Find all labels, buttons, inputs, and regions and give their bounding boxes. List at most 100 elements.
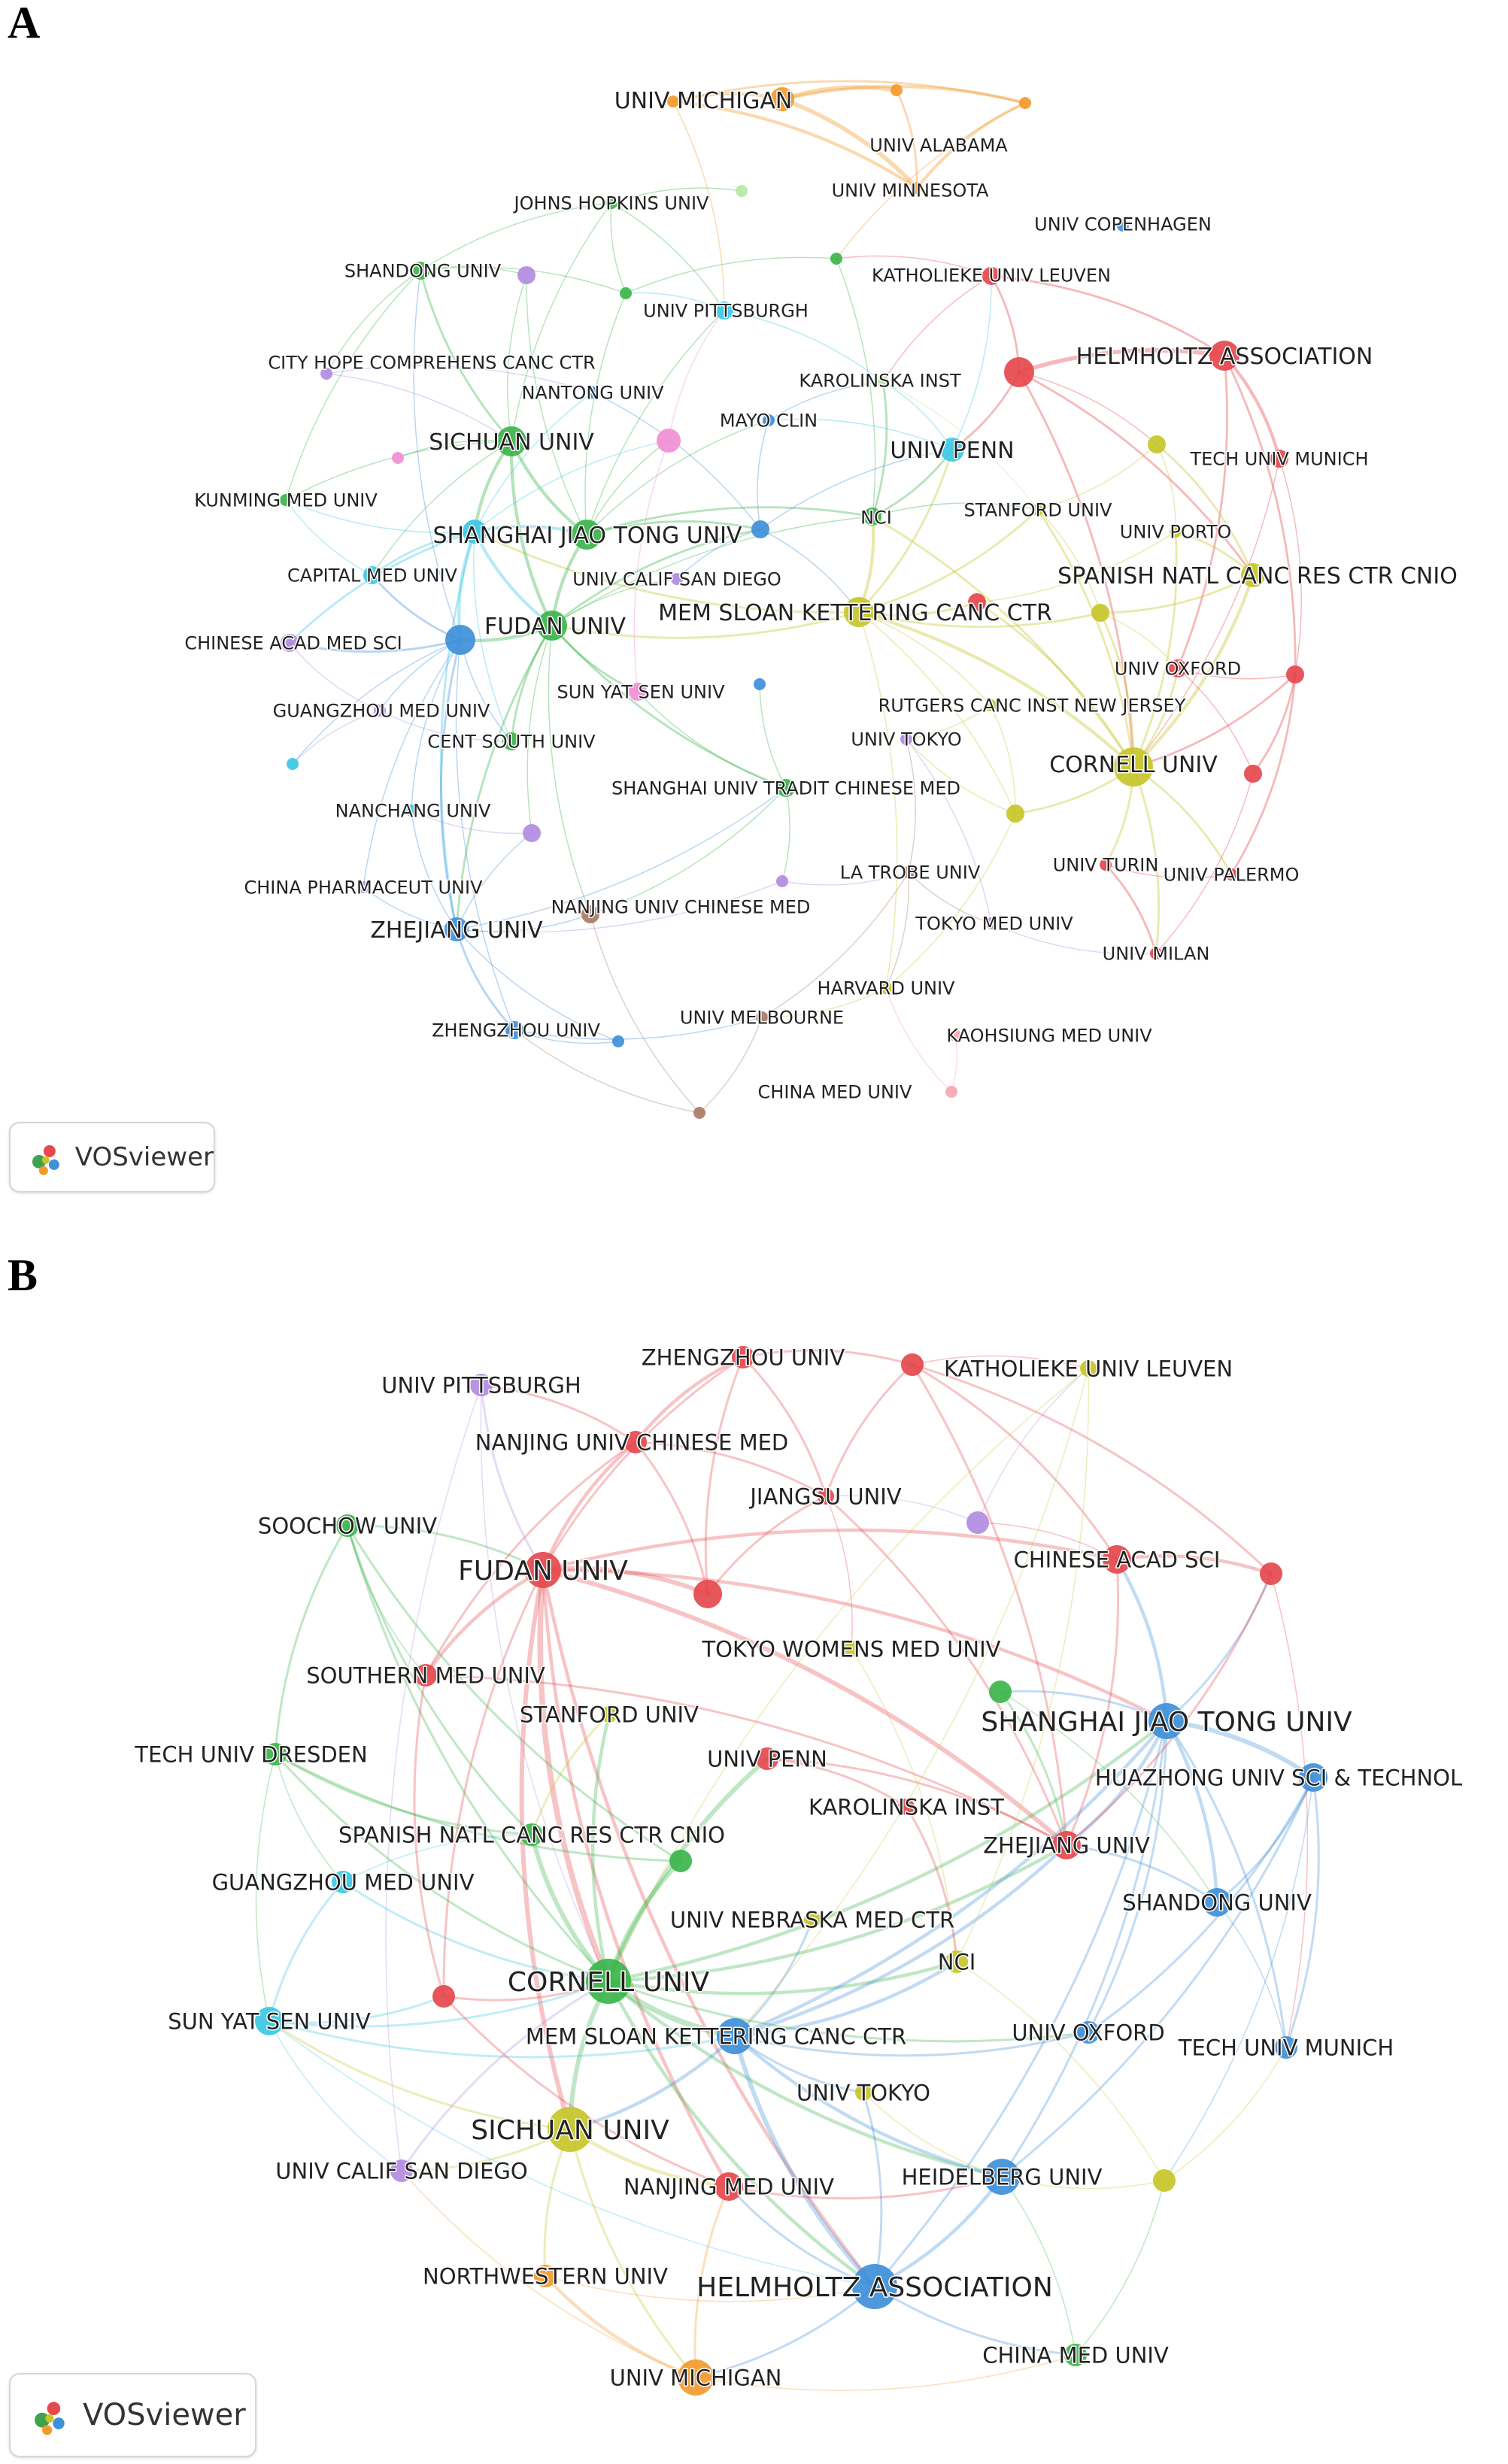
node-o2[interactable] — [1019, 97, 1031, 109]
node-r3[interactable] — [1286, 665, 1304, 683]
node-shandong[interactable] — [1203, 1888, 1231, 1917]
node-tum[interactable] — [1270, 450, 1288, 468]
node-zzu[interactable] — [732, 1346, 754, 1368]
node-upitt[interactable] — [715, 302, 733, 320]
node-karol[interactable] — [877, 376, 889, 388]
node-karol[interactable] — [898, 1799, 915, 1815]
node-smu[interactable] — [414, 1664, 437, 1687]
node-c1[interactable] — [287, 758, 299, 770]
node-unmc[interactable] — [804, 1911, 821, 1928]
node-upenn[interactable] — [940, 438, 964, 462]
node-soochow[interactable] — [336, 1514, 359, 1537]
node-uporto[interactable] — [1170, 526, 1182, 538]
node-mskcc[interactable] — [844, 597, 874, 627]
node-uturin[interactable] — [1100, 859, 1112, 871]
node-kunming[interactable] — [280, 494, 292, 506]
node-cityhope[interactable] — [320, 368, 332, 380]
node-cams[interactable] — [281, 634, 299, 652]
node-mayo[interactable] — [763, 414, 775, 426]
node-sysu[interactable] — [255, 2007, 284, 2035]
node-g2[interactable] — [830, 253, 842, 265]
node-capital[interactable] — [363, 566, 381, 584]
node-r1[interactable] — [1004, 357, 1034, 387]
node-ucsd[interactable] — [390, 2159, 413, 2182]
node-stanford[interactable] — [601, 1706, 617, 1723]
node-nci[interactable] — [863, 508, 881, 526]
node-umilan[interactable] — [1150, 947, 1162, 959]
node-sjtu[interactable] — [463, 520, 487, 544]
node-y3[interactable] — [1006, 805, 1024, 823]
node-cnio[interactable] — [1241, 563, 1265, 587]
node-fudan[interactable] — [537, 611, 567, 641]
node-y1[interactable] — [1148, 435, 1166, 453]
node-zju[interactable] — [445, 917, 469, 941]
node-latrobe[interactable] — [903, 866, 915, 878]
node-b4[interactable] — [612, 1035, 624, 1047]
node-pk2[interactable] — [392, 452, 404, 464]
node-njucm[interactable] — [624, 1431, 647, 1453]
node-ku[interactable] — [1080, 1360, 1097, 1377]
node-r3[interactable] — [1260, 1562, 1282, 1585]
node-y2[interactable] — [1091, 604, 1109, 622]
node-heid[interactable] — [984, 2159, 1020, 2195]
node-nantong[interactable] — [587, 386, 599, 399]
node-r4[interactable] — [1244, 765, 1262, 783]
node-hust[interactable] — [1299, 1763, 1327, 1792]
node-nwu[interactable] — [534, 2265, 557, 2287]
node-p3[interactable] — [776, 875, 788, 887]
node-sichuan[interactable] — [496, 426, 526, 456]
node-cmu[interactable] — [1064, 2344, 1087, 2366]
node-g2[interactable] — [669, 1850, 692, 1872]
node-sichuan[interactable] — [548, 2107, 593, 2152]
node-tum[interactable] — [1275, 2036, 1297, 2059]
node-jhu[interactable] — [605, 197, 617, 209]
node-ku[interactable] — [982, 267, 1000, 285]
node-tokyomed[interactable] — [985, 917, 997, 929]
node-njmu[interactable] — [715, 2172, 743, 2201]
node-utokyo[interactable] — [900, 733, 912, 745]
node-p2[interactable] — [523, 824, 541, 842]
node-b2[interactable] — [445, 625, 475, 655]
node-oxford[interactable] — [1169, 659, 1187, 677]
node-umich[interactable] — [770, 87, 794, 111]
node-r4[interactable] — [432, 1985, 455, 2008]
node-gzmu[interactable] — [332, 1871, 354, 1893]
node-b1[interactable] — [751, 520, 769, 538]
node-upenn[interactable] — [756, 1747, 778, 1770]
node-mskcc[interactable] — [717, 2018, 753, 2054]
node-jiangsu[interactable] — [818, 1488, 834, 1505]
node-rutgers[interactable] — [985, 699, 997, 711]
node-g1[interactable] — [620, 287, 632, 299]
node-r2[interactable] — [968, 593, 986, 611]
node-cornell[interactable] — [1114, 747, 1153, 786]
node-ucsd[interactable] — [671, 573, 683, 585]
node-stanford[interactable] — [1032, 504, 1044, 516]
node-r1[interactable] — [901, 1353, 924, 1376]
node-shandong[interactable] — [411, 262, 429, 280]
node-uminn[interactable] — [911, 182, 923, 194]
node-njucm[interactable] — [581, 905, 599, 923]
node-b3[interactable] — [754, 678, 766, 690]
node-zju[interactable] — [1052, 1831, 1081, 1859]
node-nanchang[interactable] — [405, 805, 417, 817]
node-zzu[interactable] — [505, 1021, 523, 1039]
node-sysu[interactable] — [629, 683, 647, 701]
node-fudan[interactable] — [525, 1552, 561, 1588]
node-gzmu[interactable] — [374, 705, 386, 717]
node-cas[interactable] — [1103, 1545, 1131, 1574]
node-ualabama[interactable] — [891, 84, 903, 96]
node-pk1[interactable] — [657, 429, 681, 453]
node-ucph[interactable] — [1117, 220, 1129, 232]
node-palermo[interactable] — [1225, 868, 1237, 880]
node-harvard[interactable] — [880, 982, 892, 994]
node-kmu[interactable] — [949, 1029, 961, 1041]
node-p1[interactable] — [517, 266, 536, 284]
node-o1[interactable] — [667, 95, 679, 108]
node-y1[interactable] — [1153, 2169, 1176, 2192]
node-oxford[interactable] — [1077, 2021, 1100, 2044]
node-sjtu[interactable] — [1148, 1703, 1185, 1739]
node-twmu[interactable] — [843, 1641, 860, 1657]
node-cpu[interactable] — [357, 881, 369, 893]
node-melb[interactable] — [756, 1011, 768, 1023]
node-utokyo[interactable] — [855, 2084, 872, 2101]
